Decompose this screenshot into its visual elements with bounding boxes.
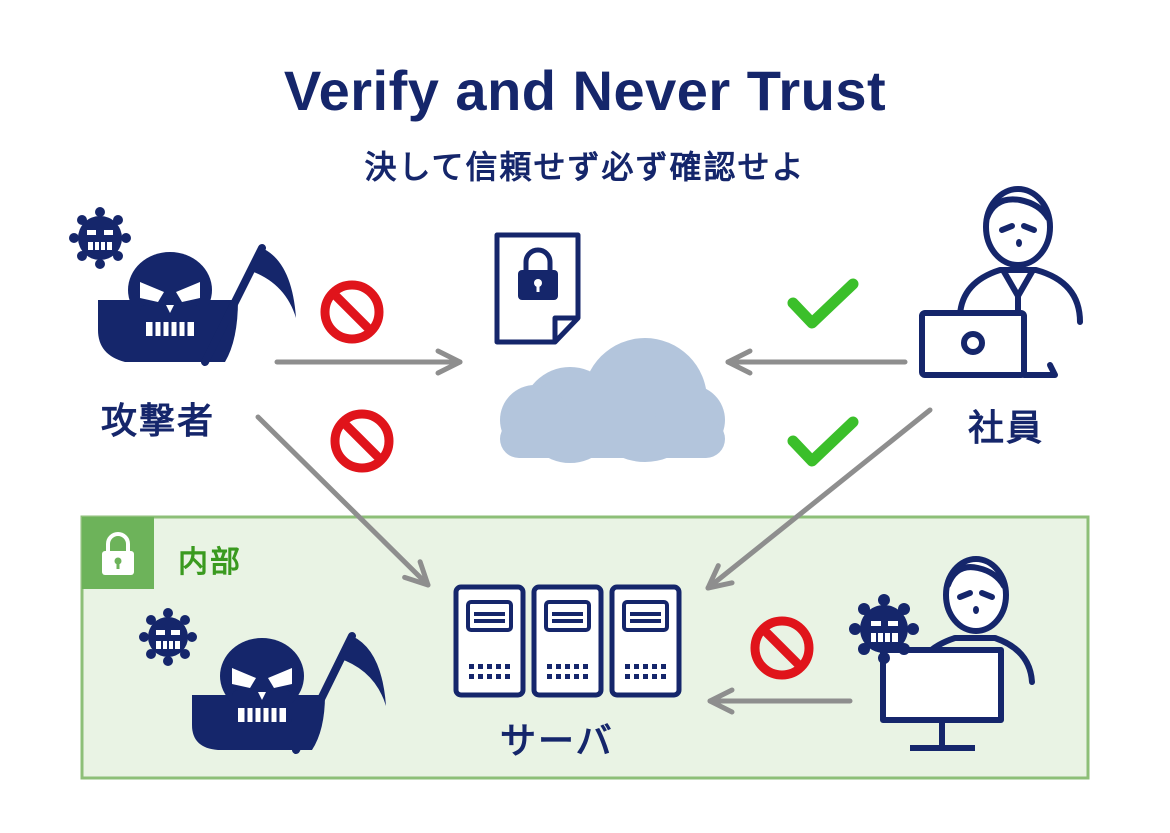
employee-label: 社員	[968, 408, 1045, 449]
person-icon	[912, 556, 1035, 685]
page-subtitle: 決して信頼せず必ず確認せよ	[364, 148, 806, 186]
insider-figure	[849, 556, 1035, 751]
grim-reaper-scythe-icon	[201, 244, 296, 366]
attacker-label: 攻撃者	[101, 401, 216, 442]
prohibited-icon	[750, 616, 814, 680]
server-rack-icon	[453, 584, 682, 698]
locked-document-icon	[494, 232, 581, 345]
check-icon	[787, 416, 859, 467]
lock-icon	[102, 532, 134, 575]
virus-badge-icon	[849, 594, 919, 664]
internal-zone-label: 内部	[178, 545, 242, 580]
server-label: サーバ	[500, 721, 614, 762]
arrow-attacker-to-server	[255, 414, 431, 588]
prohibited-icon	[330, 409, 394, 473]
prohibited-icon	[320, 280, 384, 344]
internal-attacker-figure	[139, 608, 386, 754]
skull-icon	[98, 252, 238, 362]
virus-badge-icon	[69, 207, 131, 269]
person-icon	[957, 186, 1083, 325]
arrow-employee-to-server	[705, 407, 933, 591]
cloud-icon	[500, 338, 725, 463]
skull-icon	[192, 638, 325, 750]
virus-badge-icon	[139, 608, 197, 666]
arrows	[255, 348, 933, 715]
grim-reaper-scythe-icon	[292, 632, 386, 754]
page-title: Verify and Never Trust	[283, 59, 887, 122]
laptop-icon	[919, 310, 1058, 378]
desktop-monitor-icon	[880, 647, 1004, 751]
employee-figure	[919, 186, 1083, 378]
check-icon	[787, 278, 859, 329]
attacker-figure	[69, 207, 296, 366]
insider-mouth	[973, 606, 979, 614]
